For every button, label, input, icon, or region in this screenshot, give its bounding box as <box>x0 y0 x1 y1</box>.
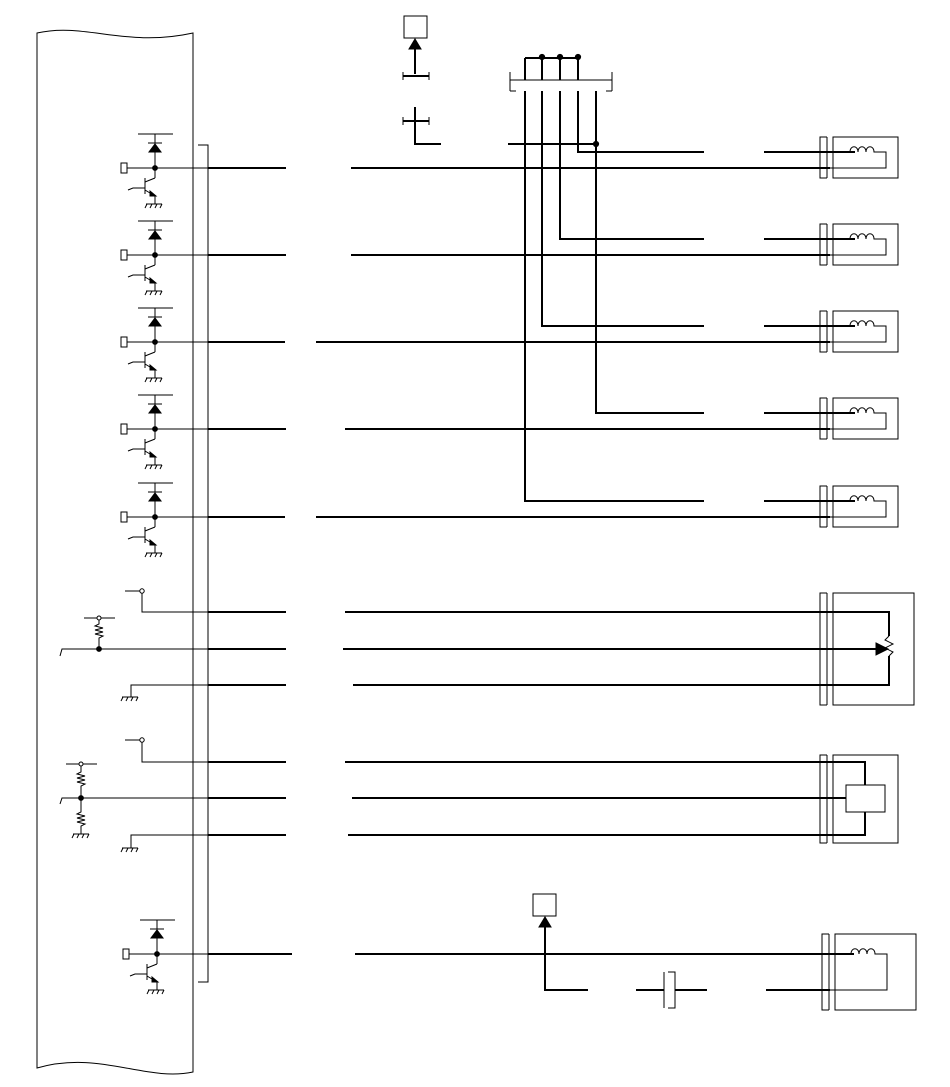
injector-driver-3 <box>120 307 208 383</box>
injector-driver-2 <box>120 220 208 296</box>
injector-coil-5 <box>819 485 899 528</box>
power-supply <box>402 15 600 148</box>
extra-driver <box>122 919 208 995</box>
sensor-interface-1 <box>59 588 208 702</box>
solenoid-circuit <box>532 893 917 1011</box>
injector-driver-5 <box>120 482 208 558</box>
coil-feed-wires <box>524 91 830 502</box>
injector-coils <box>819 136 899 528</box>
injector-driver-4 <box>120 394 208 470</box>
splice-connector <box>509 53 613 92</box>
harness-wires <box>208 167 830 955</box>
injector-coil-4 <box>819 397 899 440</box>
injector-coil-2 <box>819 223 899 266</box>
potentiometer-sensor <box>819 592 915 706</box>
three-wire-sensor <box>819 754 899 844</box>
control-unit <box>36 29 209 1075</box>
injector-coil-3 <box>819 310 899 353</box>
injector-driver-1 <box>120 133 208 209</box>
injector-driver-stages <box>120 133 208 995</box>
injector-coil-1 <box>819 136 899 179</box>
sensor-interface-2 <box>59 737 208 853</box>
